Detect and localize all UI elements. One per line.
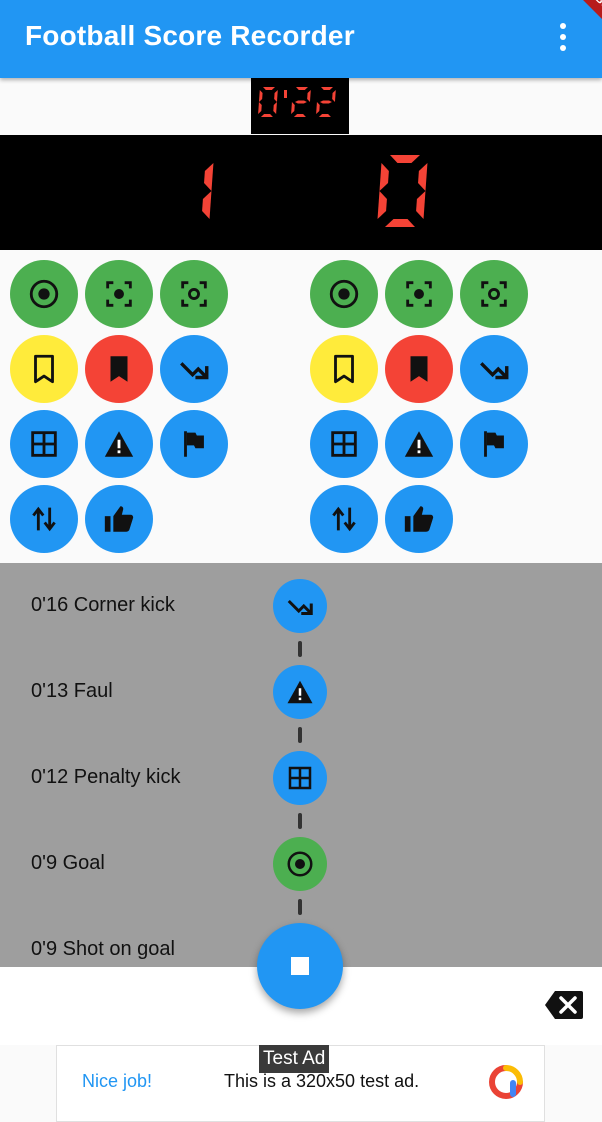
away-yellow-card-button[interactable] (310, 335, 378, 403)
ad-logo-icon (489, 1065, 523, 1099)
scoreboard (0, 135, 602, 250)
shot-on-goal-icon (402, 277, 436, 311)
timer-separator (284, 90, 287, 98)
offside-icon (477, 427, 511, 461)
timer-digit (316, 87, 336, 117)
timeline-event-label: 0'13 Faul (31, 680, 113, 702)
timeline-connector (298, 899, 302, 915)
home-corner-kick-button[interactable] (160, 335, 228, 403)
goal-icon (27, 277, 61, 311)
timeline-event-label: 0'16 Corner kick (31, 594, 175, 616)
goal-icon (327, 277, 361, 311)
away-score-digit (377, 155, 428, 227)
backspace-icon[interactable] (545, 991, 583, 1019)
away-corner-kick-button[interactable] (460, 335, 528, 403)
stop-icon (291, 957, 309, 975)
home-offside-button[interactable] (160, 410, 228, 478)
timeline-event-label: 0'9 Shot on goal (31, 938, 175, 960)
match-timer (251, 78, 349, 134)
app-title: Football Score Recorder (25, 20, 355, 51)
timer-digit (258, 87, 278, 117)
foul-icon (402, 427, 436, 461)
timer-digit (291, 87, 311, 117)
home-score-digit (202, 163, 214, 219)
ad-body-text: This is a 320x50 test ad. (224, 1071, 420, 1091)
timeline-event-label: 0'12 Penalty kick (31, 766, 181, 788)
goal-icon (273, 837, 327, 891)
home-good-play-button[interactable] (85, 485, 153, 553)
away-red-card-button[interactable] (385, 335, 453, 403)
foul-icon (102, 427, 136, 461)
corner-kick-icon (477, 352, 511, 386)
good-play-icon (102, 502, 136, 536)
red-card-icon (102, 352, 136, 386)
shot-off-goal-icon (477, 277, 511, 311)
red-card-icon (402, 352, 436, 386)
app-bar: Football Score Recorder (0, 0, 602, 78)
timeline-event-label: 0'9 Goal (31, 852, 105, 874)
shot-off-goal-icon (177, 277, 211, 311)
penalty-kick-icon (327, 427, 361, 461)
timeline-event: 0'12 Penalty kick (0, 750, 602, 806)
score-display (202, 155, 428, 227)
yellow-card-icon (27, 352, 61, 386)
timeline-connector (298, 641, 302, 657)
shot-on-goal-icon (102, 277, 136, 311)
away-foul-button[interactable] (385, 410, 453, 478)
away-penalty-kick-button[interactable] (310, 410, 378, 478)
event-button-grid (0, 250, 602, 563)
home-yellow-card-button[interactable] (10, 335, 78, 403)
ad-headline[interactable]: Nice job! (82, 1071, 153, 1091)
substitution-icon (327, 502, 361, 536)
home-red-card-button[interactable] (85, 335, 153, 403)
home-foul-button[interactable] (85, 410, 153, 478)
corner-kick-icon (177, 352, 211, 386)
away-offside-button[interactable] (460, 410, 528, 478)
penalty-kick-icon (273, 751, 327, 805)
away-shot-off-goal-button[interactable] (460, 260, 528, 328)
timeline-event: 0'9 Goal (0, 836, 602, 892)
away-good-play-button[interactable] (385, 485, 453, 553)
timeline-connector (298, 813, 302, 829)
event-timeline: 0'16 Corner kick 0'13 Faul 0'12 Penalty ki… (0, 563, 602, 1043)
timer-display (258, 87, 336, 117)
away-shot-on-goal-button[interactable] (385, 260, 453, 328)
stop-recording-button[interactable] (257, 923, 343, 1009)
home-penalty-kick-button[interactable] (10, 410, 78, 478)
penalty-kick-icon (27, 427, 61, 461)
foul-icon (273, 665, 327, 719)
offside-icon (177, 427, 211, 461)
corner-kick-icon (273, 579, 327, 633)
substitution-icon (27, 502, 61, 536)
yellow-card-icon (327, 352, 361, 386)
home-goal-button[interactable] (10, 260, 78, 328)
overflow-menu-icon[interactable] (548, 20, 578, 54)
home-shot-off-goal-button[interactable] (160, 260, 228, 328)
timeline-connector (298, 727, 302, 743)
home-shot-on-goal-button[interactable] (85, 260, 153, 328)
timeline-event: 0'13 Faul (0, 664, 602, 720)
home-substitution-button[interactable] (10, 485, 78, 553)
good-play-icon (402, 502, 436, 536)
away-goal-button[interactable] (310, 260, 378, 328)
test-ad-label: Test Ad (259, 1045, 330, 1073)
timeline-event: 0'16 Corner kick (0, 578, 602, 634)
away-substitution-button[interactable] (310, 485, 378, 553)
